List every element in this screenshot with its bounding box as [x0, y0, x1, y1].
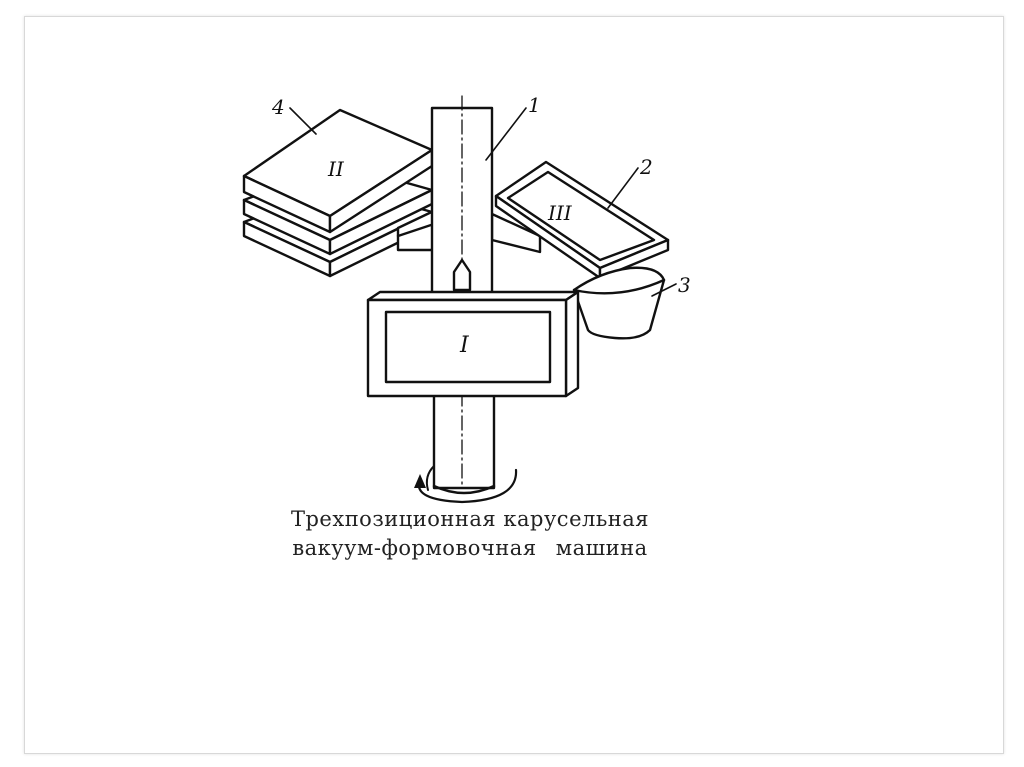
station-label-ii: II [327, 157, 345, 181]
station-label-iii: III [547, 201, 573, 225]
callout-2: 2 [639, 155, 653, 179]
station-label-i: I [459, 333, 470, 358]
central-column-lower [432, 390, 496, 495]
central-column-upper [430, 95, 494, 298]
rotation-arrow-icon [414, 465, 518, 504]
callout-1: 1 [528, 93, 541, 117]
heater-bucket [572, 266, 666, 340]
callout-3: 3 [678, 273, 691, 297]
plate-iii [494, 160, 670, 280]
callout-leaders [289, 107, 677, 297]
caption-line-2: вакуум-формовочная машина [292, 536, 648, 560]
callout-4: 4 [271, 95, 285, 119]
station-i-box [366, 290, 580, 398]
caption-line-1: Трехпозиционная карусельная [290, 507, 650, 531]
